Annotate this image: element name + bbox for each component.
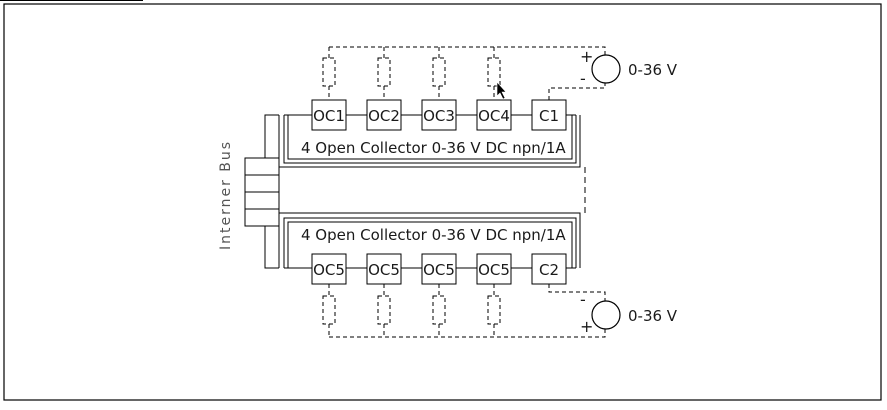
top-supply-source: [591, 54, 621, 84]
top-supply-label: 0-36 V: [628, 61, 678, 79]
top-supply-plus: +: [580, 47, 593, 66]
top-module-description: 4 Open Collector 0-36 V DC npn/1A: [301, 139, 566, 157]
top-oc3-label: OC3: [423, 107, 455, 125]
bus-connector: [244, 157, 280, 227]
bottom-module-description: 4 Open Collector 0-36 V DC npn/1A: [301, 226, 566, 244]
top-c1-label: C1: [539, 107, 559, 125]
bottom-supply-minus: -: [580, 290, 586, 309]
bottom-oc5-label-3: OC5: [423, 261, 455, 279]
top-module-housing: [278, 115, 581, 168]
bottom-oc5-box-1: OC5: [311, 253, 347, 285]
outer-border: [3, 3, 882, 401]
bottom-oc5-label-1: OC5: [313, 261, 345, 279]
top-oc2-label: OC2: [368, 107, 400, 125]
bottom-oc5-label-4: OC5: [478, 261, 510, 279]
bus-label: Interner Bus: [218, 140, 234, 250]
bottom-c2-box: C2: [531, 253, 567, 285]
bottom-oc5-label-2: OC5: [368, 261, 400, 279]
top-oc1-box: OC1: [311, 99, 347, 131]
mouse-cursor-icon: [496, 81, 507, 100]
top-supply-minus: -: [580, 69, 586, 88]
bottom-oc5-box-3: OC5: [421, 253, 457, 285]
top-c1-box: C1: [531, 99, 567, 131]
top-oc1-label: OC1: [313, 107, 345, 125]
bottom-supply-source: [591, 300, 621, 330]
top-load-resistors: [322, 46, 606, 100]
bottom-c2-label: C2: [539, 261, 559, 279]
bottom-module-housing: [278, 212, 581, 268]
bottom-oc5-box-4: OC5: [476, 253, 512, 285]
bottom-load-resistors: [322, 284, 606, 338]
bottom-oc5-box-2: OC5: [366, 253, 402, 285]
top-oc4-box: OC4: [476, 99, 512, 131]
bottom-supply-plus: +: [580, 317, 593, 336]
top-oc3-box: OC3: [421, 99, 457, 131]
top-oc4-label: OC4: [478, 107, 510, 125]
top-oc2-box: OC2: [366, 99, 402, 131]
bottom-supply-label: 0-36 V: [628, 307, 678, 325]
